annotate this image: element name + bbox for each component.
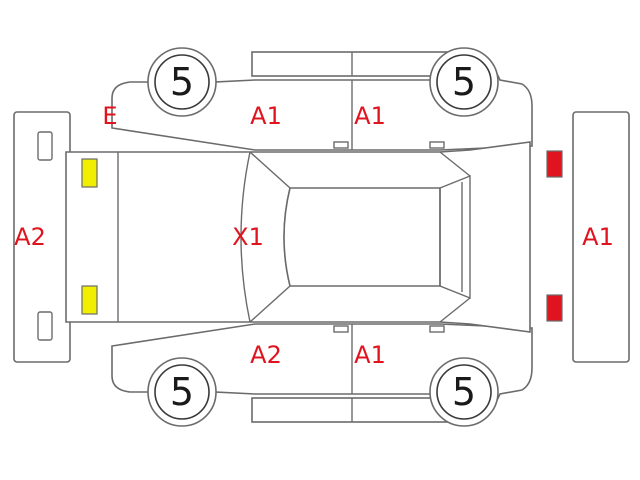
- damage-code-top-front-door: A1: [250, 102, 282, 130]
- damage-code-top-rear-door: A1: [354, 102, 386, 130]
- front-lamp-marker-bottom: [81, 285, 98, 315]
- tire-front-right: 5: [429, 47, 499, 117]
- rear-lamp-marker-bottom: [546, 294, 563, 322]
- damage-code-roof: X1: [232, 223, 264, 251]
- damage-code-bottom-front-door: A2: [250, 341, 282, 369]
- damage-code-bottom-rear-door: A1: [354, 341, 386, 369]
- tire-front-left-rating: 5: [170, 60, 194, 104]
- rear-lamp-marker-top: [546, 150, 563, 178]
- tire-front-right-rating: 5: [452, 60, 476, 104]
- tire-rear-left-rating: 5: [170, 370, 194, 414]
- tire-rear-right-rating: 5: [452, 370, 476, 414]
- rear-bumper-panel: [572, 111, 630, 363]
- tire-rear-right: 5: [429, 357, 499, 427]
- top-view-body: [65, 141, 531, 333]
- top-door-strip: [251, 51, 453, 77]
- damage-code-rear-bumper: A1: [582, 223, 614, 251]
- tire-front-left: 5: [147, 47, 217, 117]
- front-lamp-marker-top: [81, 158, 98, 188]
- tire-rear-left: 5: [147, 357, 217, 427]
- damage-code-front-bumper: A2: [14, 223, 46, 251]
- bottom-door-strip: [251, 397, 453, 423]
- damage-code-front-corner: E: [102, 102, 117, 130]
